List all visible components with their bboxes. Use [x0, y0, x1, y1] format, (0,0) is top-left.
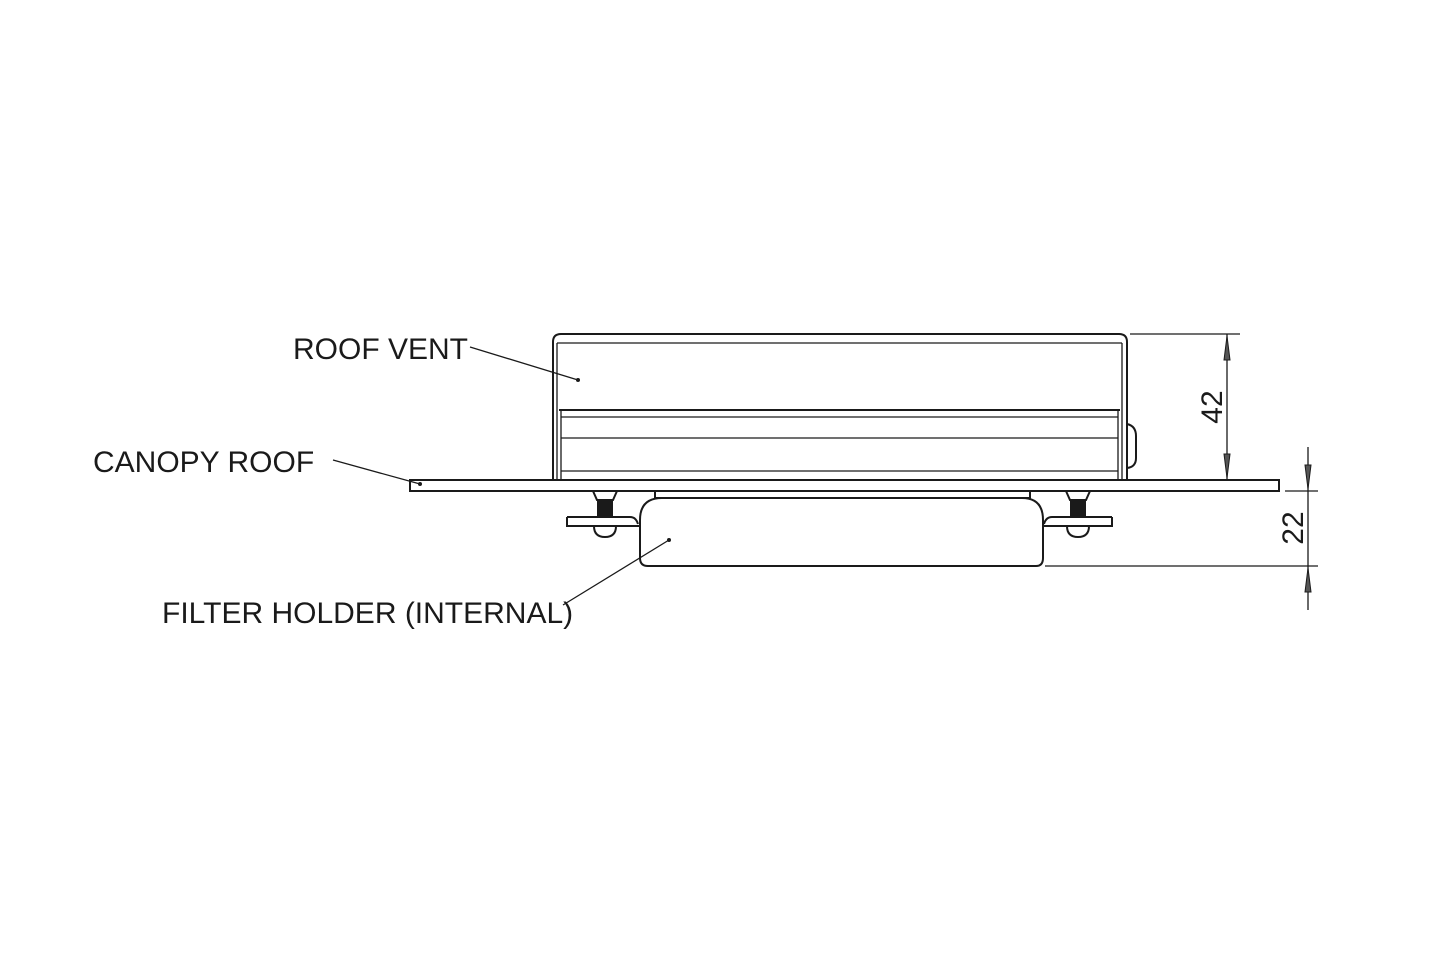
label-canopy-roof: CANOPY ROOF [93, 446, 314, 479]
screw-left [591, 490, 619, 539]
canopy-roof [409, 479, 1280, 492]
callout-filter-holder: FILTER HOLDER (INTERNAL) [162, 538, 671, 630]
dimension-label-42: 42 [1196, 390, 1229, 423]
label-filter-holder: FILTER HOLDER (INTERNAL) [162, 597, 573, 630]
dimension-label-22: 22 [1277, 511, 1310, 544]
filter-holder [566, 491, 1113, 567]
callout-roof-vent: ROOF VENT [293, 333, 580, 382]
dimension-vent-height: 42 [1130, 333, 1240, 480]
roof-vent [552, 333, 1137, 480]
dimension-filter-depth: 22 [1045, 447, 1318, 610]
label-roof-vent: ROOF VENT [293, 333, 468, 366]
side-knob [1126, 423, 1137, 469]
screw-right [1064, 490, 1092, 539]
callout-canopy-roof: CANOPY ROOF [93, 446, 422, 486]
